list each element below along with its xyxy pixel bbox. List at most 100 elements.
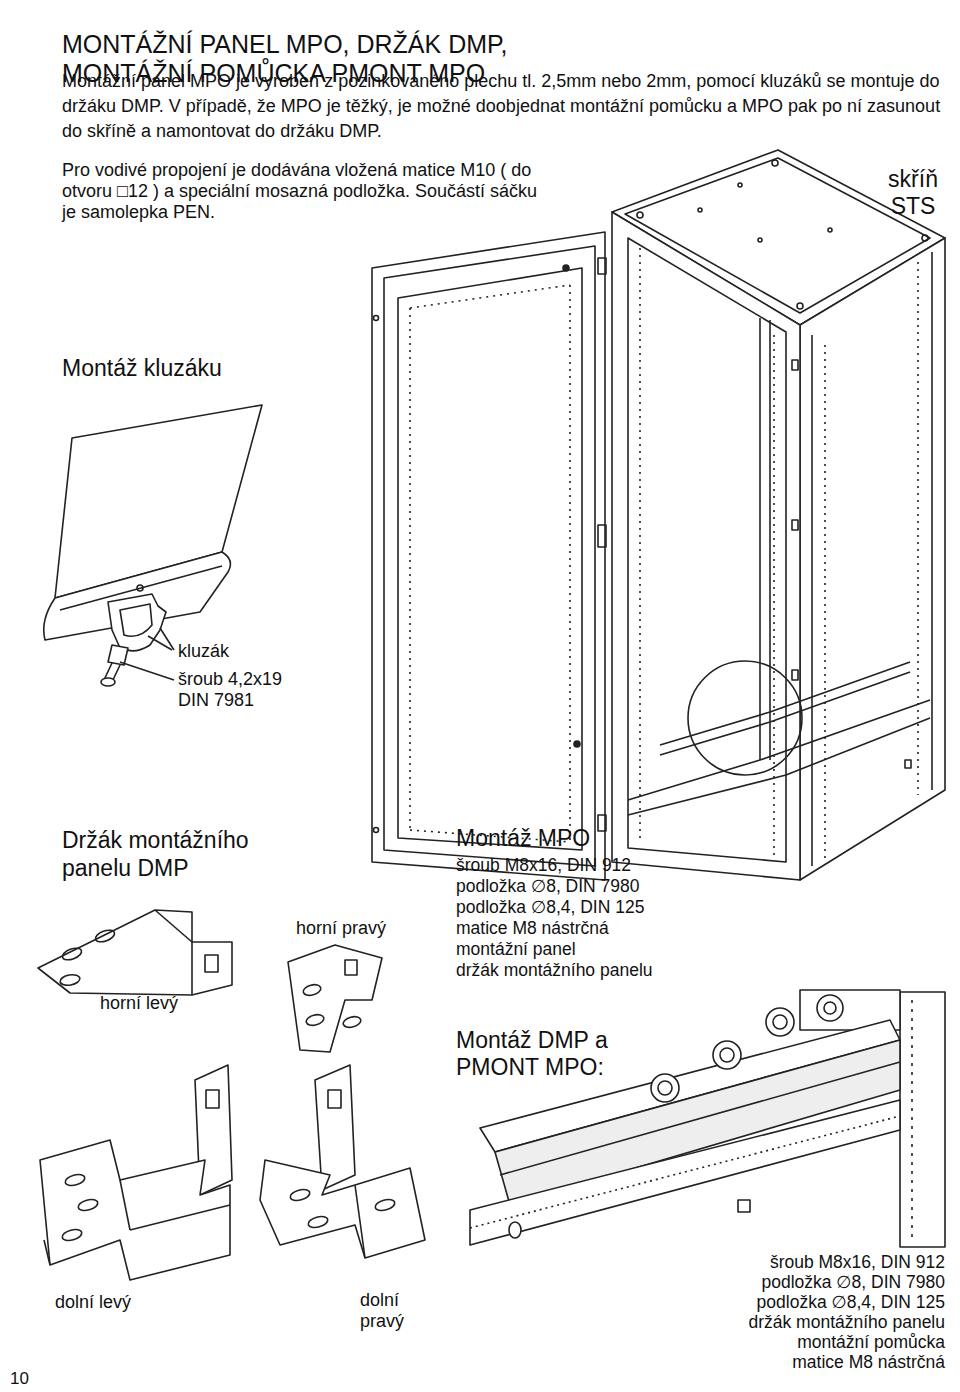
cabinet-drawing — [792, 360, 798, 370]
part-label: horní levý — [100, 993, 230, 1014]
bracket-drawing — [120, 1180, 130, 1230]
part-list-item: šroub M8x16, DIN 912 — [655, 1252, 945, 1272]
cabinet-drawing — [773, 335, 775, 855]
cabinet-label: skříň STS — [868, 166, 958, 220]
cabinet-drawing — [637, 212, 643, 218]
part-label: šroub 4,2x19 DIN 7981 — [178, 669, 308, 711]
door-drawing — [598, 525, 606, 547]
bracket-drawing — [38, 910, 232, 995]
cabinet-drawing — [828, 228, 832, 232]
part-list-item: matice M8 nástrčná — [456, 918, 756, 939]
part-label: horní pravý — [296, 918, 426, 939]
bracket-drawing — [206, 1090, 219, 1108]
section-heading: Montáž MPO — [456, 824, 716, 852]
leader-line — [120, 628, 174, 680]
bracket-drawing — [289, 1188, 311, 1203]
bracket-drawing — [40, 1140, 230, 1280]
detail-drawing — [773, 1015, 787, 1029]
part-list-item: podložka ∅8, DIN 7980 — [456, 876, 756, 897]
cabinet-drawing — [792, 670, 798, 680]
cabinet-drawing — [758, 238, 762, 242]
cabinet-drawing — [922, 235, 928, 241]
slider-drawing — [137, 585, 143, 591]
cabinet-drawing — [931, 252, 933, 790]
part-list-item: podložka ∅8, DIN 7980 — [655, 1272, 945, 1292]
part-label: kluzák — [178, 641, 288, 662]
leader-line — [120, 662, 174, 680]
bracket-drawing — [44, 1240, 50, 1265]
door-drawing — [374, 316, 379, 321]
cabinet-drawing — [628, 238, 786, 862]
page-number: 10 — [10, 1369, 50, 1389]
bracket-drawing — [302, 983, 322, 997]
bracket-drawing — [155, 910, 192, 942]
cabinet-drawing — [612, 212, 800, 880]
bracket-drawing — [40, 1065, 232, 1280]
cabinet-drawing — [660, 662, 910, 745]
bracket-drawing — [61, 1228, 83, 1243]
door-drawing — [398, 268, 582, 850]
part-list-item: podložka ∅8,4, DIN 125 — [456, 897, 756, 918]
part-list-item: šroub M8x16, DIN 912 — [456, 855, 756, 876]
bracket-drawing — [130, 1205, 230, 1230]
cabinet-drawing — [698, 208, 702, 212]
bracket-drawing — [315, 1065, 355, 1190]
cabinet-drawing — [800, 238, 945, 880]
cabinet-drawing — [811, 335, 813, 866]
leader-line — [160, 628, 174, 650]
bracket-drawing — [191, 942, 193, 995]
bracket-drawing — [342, 1015, 362, 1029]
part-list-item: držák montážního panelu — [655, 1312, 945, 1332]
intro-text: Montážní panel MPO je vyroben z pozinkov… — [62, 69, 947, 144]
cabinet-drawing — [797, 303, 803, 309]
bracket-drawing — [307, 1215, 329, 1230]
bracket-drawing — [374, 1198, 396, 1213]
cabinet-drawing — [639, 248, 641, 842]
door-drawing — [409, 308, 411, 830]
cabinet-drawing — [738, 183, 742, 187]
door-drawing — [563, 265, 569, 271]
door-drawing — [410, 285, 570, 308]
part-list-item: montážní panel — [456, 939, 756, 960]
door-drawing — [574, 741, 580, 747]
bracket-drawing — [61, 946, 83, 962]
cabinet-drawing — [905, 760, 911, 768]
part-list-item: matice M8 nástrčná — [655, 1352, 945, 1372]
cabinet-drawing — [824, 345, 826, 860]
detail-drawing — [766, 1008, 794, 1036]
door-drawing — [372, 232, 605, 880]
bracket-drawing — [260, 1065, 425, 1258]
cabinet-drawing — [688, 661, 802, 775]
cabinet-drawing — [628, 718, 930, 815]
detail-drawing — [713, 1041, 741, 1069]
bracket-drawing — [38, 910, 232, 995]
detail-drawing — [651, 995, 843, 1102]
section-heading: Montáž kluzáku — [62, 354, 322, 382]
cabinet-drawing — [660, 672, 910, 755]
note-text: Pro vodivé propojení je dodávána vložená… — [62, 160, 547, 223]
detail-drawing — [658, 1081, 672, 1095]
slider-drawing — [148, 636, 172, 650]
cabinet-drawing — [917, 262, 919, 795]
slider-drawing — [44, 405, 262, 686]
detail-drawing — [720, 1048, 734, 1062]
detail-drawing — [470, 1100, 900, 1245]
slider-drawing — [101, 678, 115, 686]
door-drawing — [372, 232, 606, 880]
bracket-drawing — [205, 955, 218, 972]
bracket-drawing — [64, 1173, 86, 1188]
section-heading: Držák montážního panelu DMP — [62, 826, 282, 882]
bracket-drawing — [328, 1090, 341, 1108]
bracket-drawing — [77, 1198, 99, 1213]
part-label: dolní pravý — [360, 1290, 422, 1332]
bracket-drawing — [355, 1185, 365, 1258]
slider-drawing — [108, 645, 128, 665]
slider-drawing — [120, 604, 152, 636]
detail-drawing — [900, 992, 945, 1247]
bracket-drawing — [345, 960, 357, 975]
door-drawing — [569, 285, 571, 842]
detail-drawing — [651, 1074, 679, 1102]
bracket-drawing — [260, 1160, 425, 1258]
detail-drawing — [470, 1116, 900, 1228]
cabinet-drawing — [792, 520, 798, 530]
